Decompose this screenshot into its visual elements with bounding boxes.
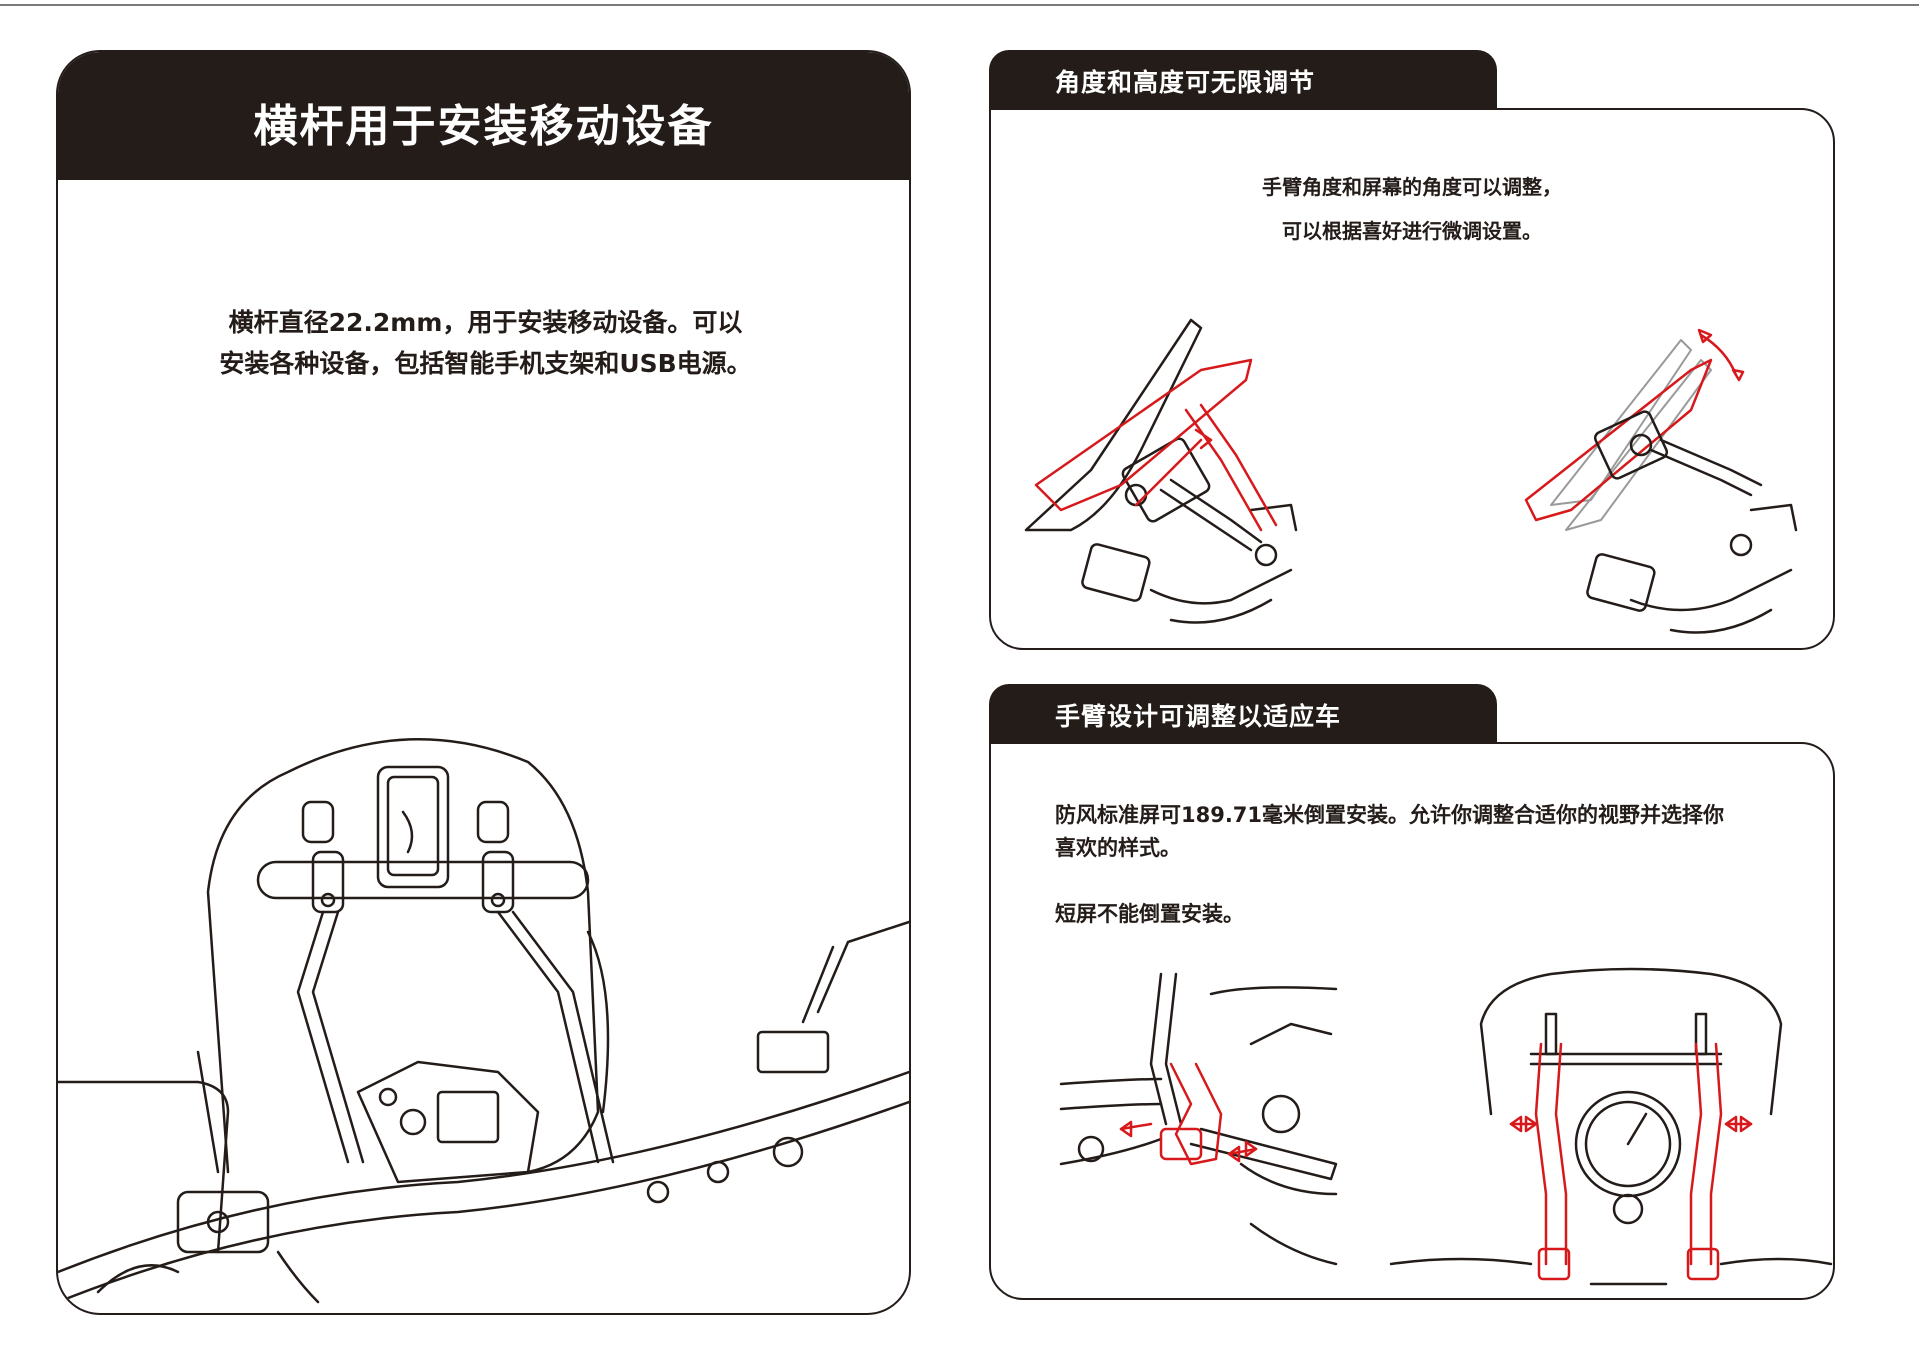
angle-height-panel: 手臂角度和屏幕的角度可以调整， 可以根据喜好进行微调设置。: [989, 108, 1835, 650]
angle-desc-line-2: 可以根据喜好进行微调设置。: [1282, 219, 1542, 243]
arm-adjust-illustration: [1059, 967, 1833, 1286]
left-panel-header: 横杆用于安装移动设备: [58, 52, 909, 180]
arm-desc-line-2: 喜欢的样式。: [1055, 836, 1181, 860]
angle-height-tab: 角度和高度可无限调节: [989, 50, 1497, 110]
angle-height-description: 手臂角度和屏幕的角度可以调整， 可以根据喜好进行微调设置。: [991, 165, 1833, 253]
angle-desc-line-1: 手臂角度和屏幕的角度可以调整，: [1262, 175, 1562, 199]
arm-design-panel: 防风标准屏可189.71毫米倒置安装。允许你调整合适你的视野并选择你 喜欢的样式…: [989, 742, 1835, 1300]
left-desc-line-1: 横杆直径22.2mm，用于安装移动设备。可以: [228, 308, 743, 337]
arm-design-description: 防风标准屏可189.71毫米倒置安装。允许你调整合适你的视野并选择你 喜欢的样式…: [1055, 799, 1785, 931]
crossbar-mount-illustration: [58, 738, 909, 1304]
top-rule: [0, 4, 1919, 6]
arm-desc-line-3: 短屏不能倒置安装。: [1055, 902, 1244, 926]
angle-adjust-illustration: [1024, 318, 1798, 634]
left-panel-title: 横杆用于安装移动设备: [253, 101, 714, 152]
arm-design-tab-label: 手臂设计可调整以适应车: [1055, 702, 1342, 731]
left-desc-line-2: 安装各种设备，包括智能手机支架和USB电源。: [219, 349, 752, 378]
left-panel-description: 横杆直径22.2mm，用于安装移动设备。可以 安装各种设备，包括智能手机支架和U…: [118, 302, 853, 384]
angle-height-tab-label: 角度和高度可无限调节: [1055, 68, 1316, 97]
arm-design-tab: 手臂设计可调整以适应车: [989, 684, 1497, 744]
left-feature-panel: 横杆用于安装移动设备 横杆直径22.2mm，用于安装移动设备。可以 安装各种设备…: [56, 50, 911, 1315]
arm-desc-line-1: 防风标准屏可189.71毫米倒置安装。允许你调整合适你的视野并选择你: [1055, 803, 1725, 827]
